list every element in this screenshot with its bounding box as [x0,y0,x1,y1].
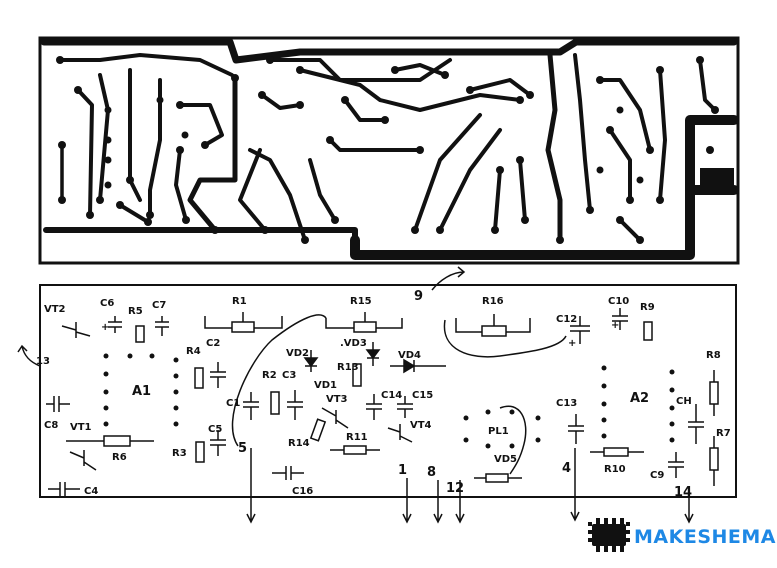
label-pin-13: 13 [36,356,50,367]
label-r9: R9 [640,302,655,313]
label-vd4: VD4 [398,350,421,361]
label-c12: C12 [556,314,577,325]
label-c6: C6 [100,298,114,309]
chip-logo-icon [588,518,630,552]
component-layout: VT2 C6 + R5 C7 R1 R15 9 R16 C12 + C10 + … [17,266,737,524]
label-c9: C9 [650,470,664,481]
ic-a2-pins [601,365,675,443]
label-vt3: VT3 [326,394,348,405]
label-pin-12: 12 [446,481,464,496]
label-ch: CH [676,396,692,407]
label-vt1: VT1 [70,422,92,433]
label-vt4: VT4 [410,420,432,431]
label-r11: R11 [346,432,368,443]
watermark-text-shema: SHEMA [697,526,776,548]
label-c13: C13 [556,398,577,409]
trace-pads [56,56,719,244]
component-symbols [17,266,719,524]
label-pin-4: 4 [562,461,571,476]
label-c2: C2 [206,338,220,349]
label-c14: C14 [381,390,402,401]
component-board-outline [39,284,737,498]
label-r4: R4 [186,346,201,357]
label-pin-9: 9 [414,289,423,304]
label-vd2: VD2 [286,348,309,359]
component-labels: VT2 C6 + R5 C7 R1 R15 9 R16 C12 + C10 + … [36,289,731,500]
label-r14: R14 [288,438,310,449]
label-c16: C16 [292,486,313,497]
label-c6-plus: + [101,322,109,333]
makeshema-watermark: MAKESHEMA [588,518,776,552]
label-pin-14: 14 [674,485,692,500]
label-c5: C5 [208,424,222,435]
label-vt2: VT2 [44,304,66,315]
label-r10: R10 [604,464,626,475]
ic-a1-pins [103,353,179,427]
label-c3: C3 [282,370,296,381]
label-c1: C1 [226,398,240,409]
label-c7: C7 [152,300,166,311]
label-r8: R8 [706,350,721,361]
label-pl1: PL1 [488,426,509,437]
label-a1: A1 [132,384,151,399]
label-vd1: VD1 [314,380,337,391]
label-r1: R1 [232,296,247,307]
label-pin-1: 1 [398,463,407,478]
label-vd5: VD5 [494,454,517,465]
watermark-text: MAKESHEMA [634,526,776,548]
trace-board-outline [38,36,740,265]
label-c10: C10 [608,296,629,307]
label-r6: R6 [112,452,127,463]
label-vd3: .VD3 [340,338,367,349]
label-c4: C4 [84,486,98,497]
pl1-pins [463,409,541,449]
label-r16: R16 [482,296,504,307]
label-r3: R3 [172,448,187,459]
watermark-text-make: MAKE [634,526,697,548]
label-pin-8: 8 [427,465,436,480]
label-r13: R13 [337,362,359,373]
label-pin-5: 5 [238,441,247,456]
pcb-trace-layout [38,36,740,265]
label-r5: R5 [128,306,143,317]
label-c8: C8 [44,420,58,431]
label-c15: C15 [412,390,433,401]
label-r7: R7 [716,428,731,439]
label-c12-plus: + [568,338,576,349]
label-c10-plus: + [611,320,619,331]
label-r15: R15 [350,296,372,307]
label-a2: A2 [630,391,649,406]
label-r2: R2 [262,370,277,381]
